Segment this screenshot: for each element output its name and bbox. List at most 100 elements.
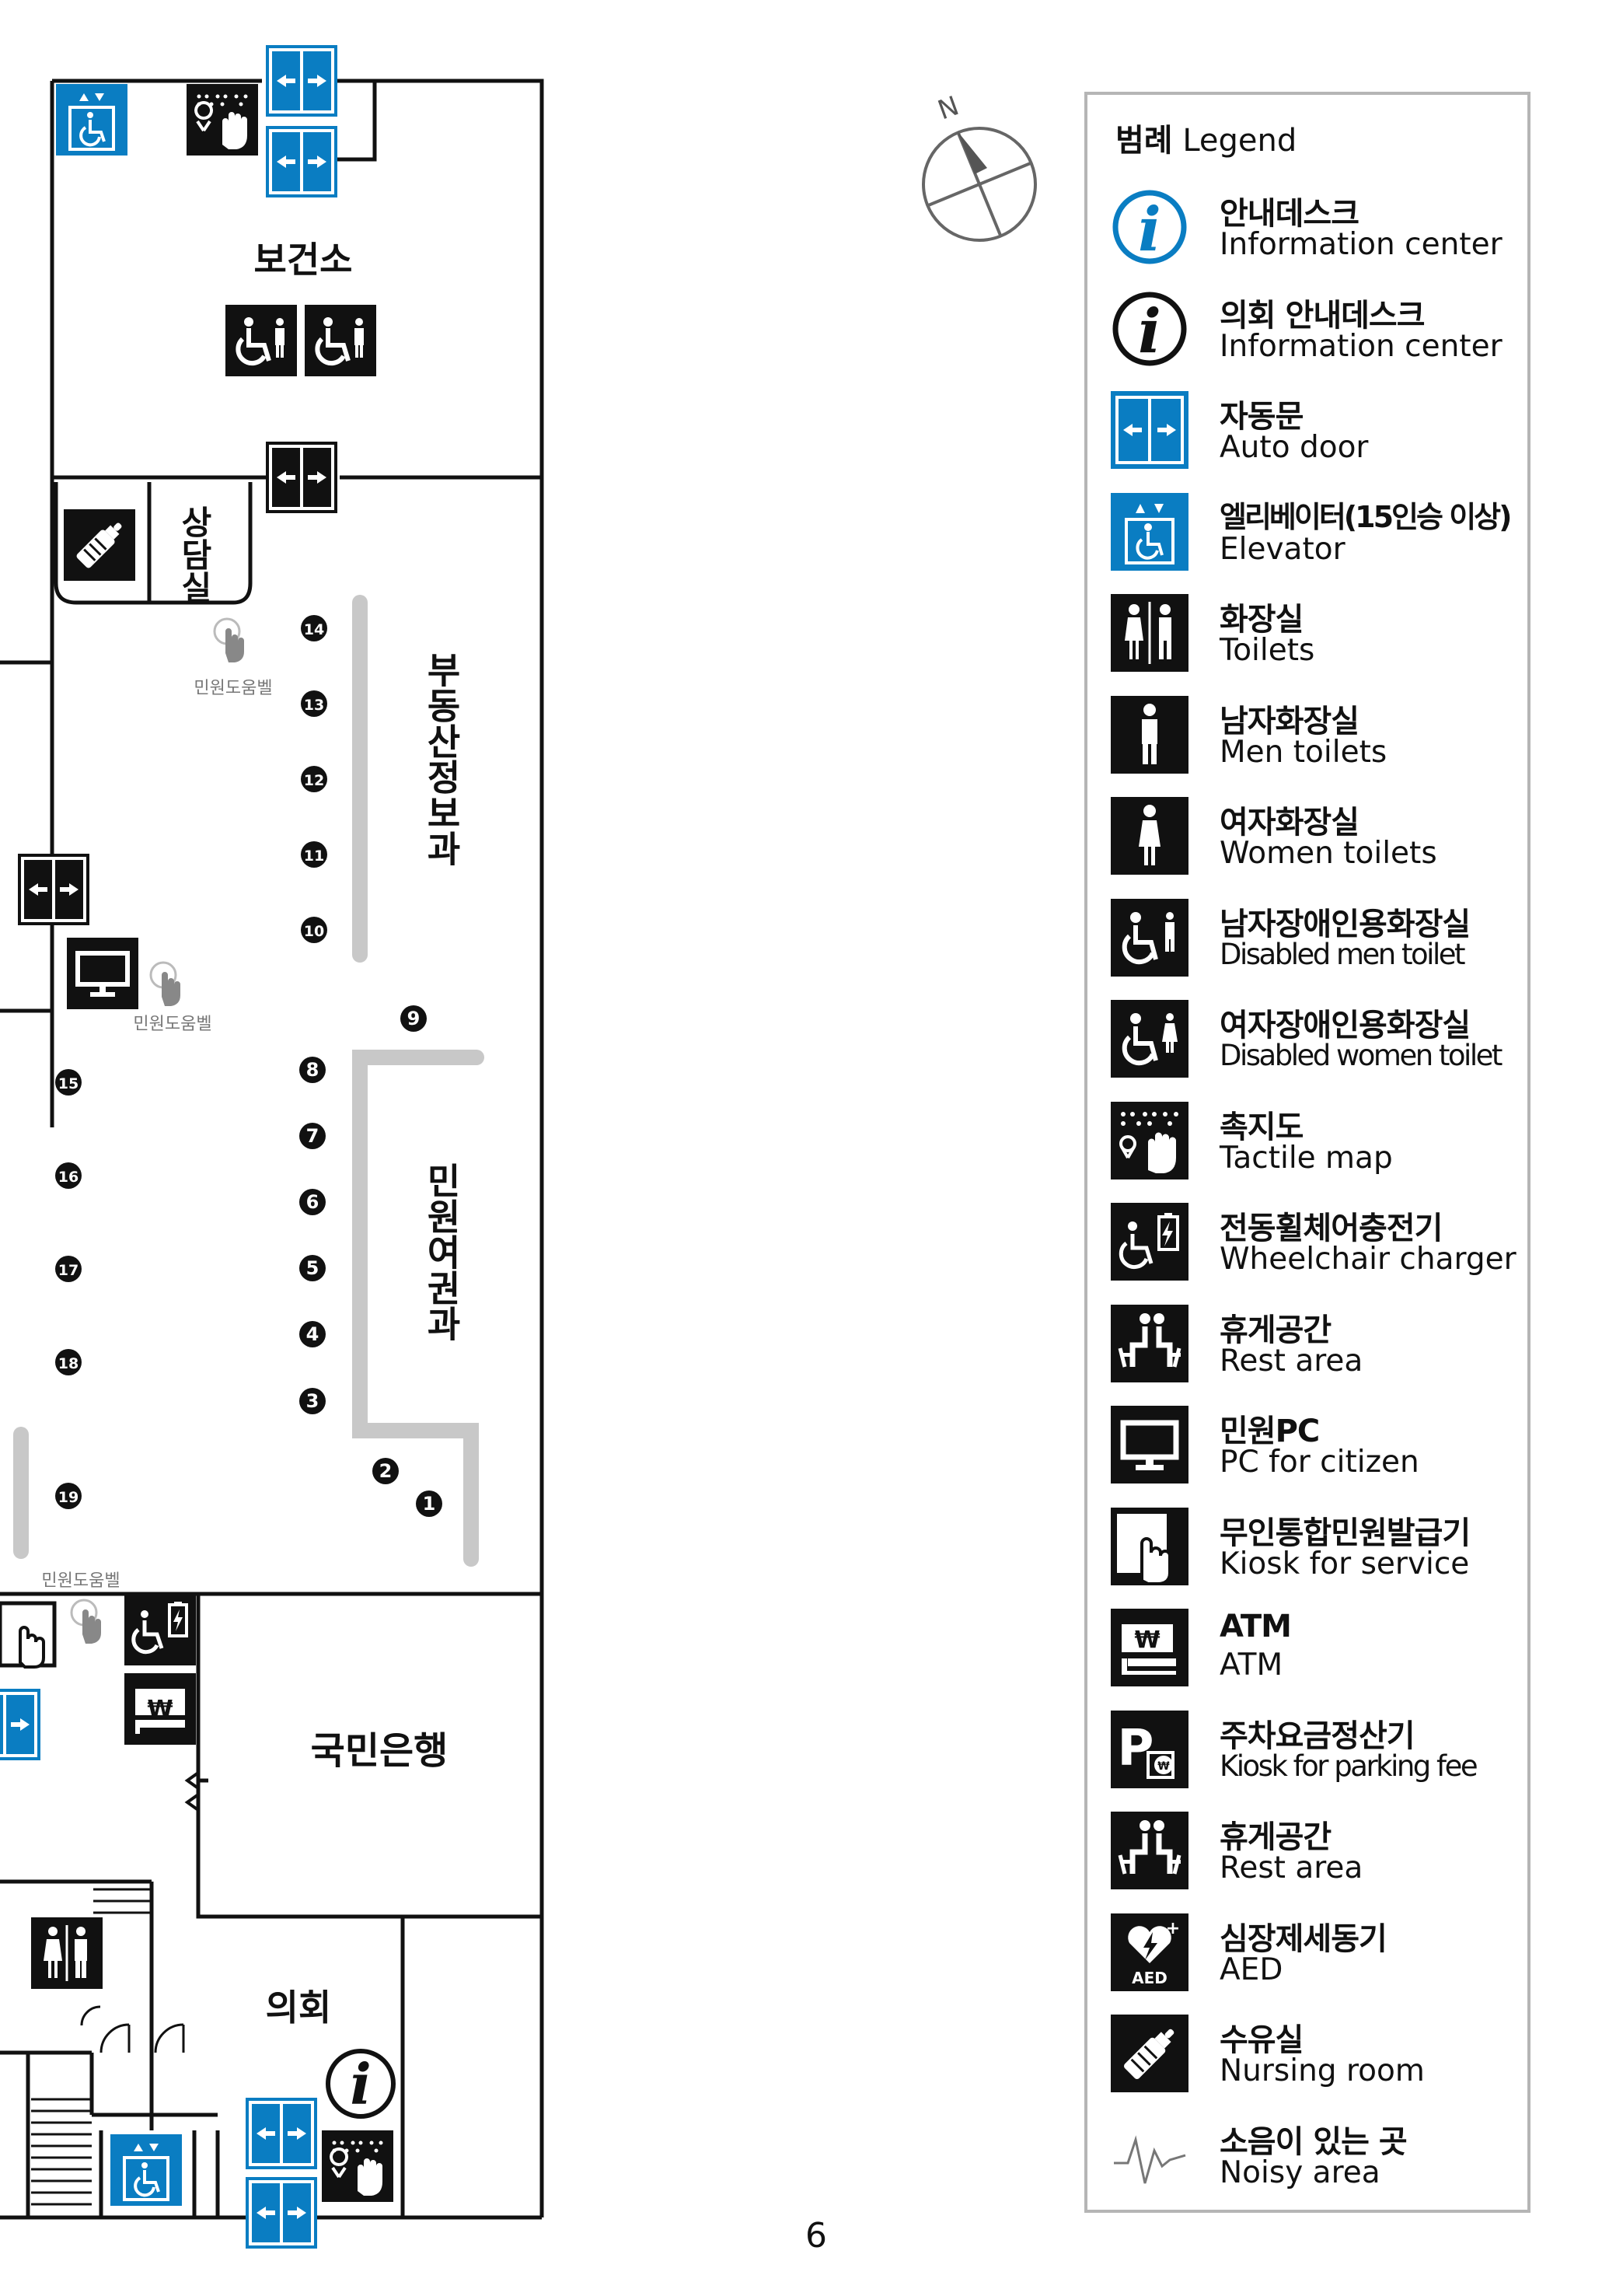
counter-number-17: 17 [55,1256,82,1282]
auto-door-icon [244,2096,319,2171]
helper-bell-label: 민원도움벨 [133,1015,211,1034]
svg-text:12: 12 [304,772,324,789]
legend-label-ko: ATM [1220,1609,1292,1644]
legend-label-ko: 남자화장실 [1220,703,1359,739]
svg-text:16: 16 [58,1169,79,1186]
pc-icon [67,938,138,1009]
auto-door-icon [0,1687,42,1762]
counter-number-11: 11 [301,841,327,868]
rest-area-icon [1111,1812,1188,1889]
svg-text:i: i [1138,296,1161,367]
kiosk-icon [0,1603,54,1667]
helper-bell-icon [213,617,246,664]
elevator-icon [1111,492,1188,571]
counter-number-1: 1 [416,1490,442,1517]
legend-title-ko: 범례 [1115,123,1173,159]
counter-number-19: 19 [55,1483,82,1509]
legend-label-ko: 남자장애인용화장실 [1220,906,1471,942]
svg-text:AED: AED [1132,1969,1167,1987]
svg-text:2: 2 [379,1460,393,1482]
legend-label-ko: 자동문 [1220,399,1304,435]
men-toilet-icon [1111,695,1188,774]
svg-text:8: 8 [306,1059,319,1081]
svg-text:i: i [1138,194,1161,265]
svg-text:6: 6 [306,1191,319,1213]
svg-text:+: + [1166,1919,1180,1938]
disabled-women-toilet-icon [1111,1000,1188,1078]
svg-text:19: 19 [58,1489,79,1506]
svg-text:₩: ₩ [1157,1760,1170,1773]
helper-bell-icon [149,961,182,1008]
council-info-desk-icon: i [326,2049,396,2119]
atm-icon: ₩ [1111,1609,1188,1686]
auto-door-icon [16,852,91,927]
legend-label-ko: 민원PC [1220,1414,1320,1449]
wheelchair-charger-icon [1111,1203,1188,1281]
women-toilet-icon [1111,797,1188,875]
room-civil-passport-dept: 민원여권과 [421,1162,462,1341]
legend-label-ko: 심장제세동기 [1220,1920,1387,1957]
counter-number-7: 7 [299,1123,326,1149]
elevator-icon [54,82,129,157]
svg-text:5: 5 [306,1257,319,1279]
auto-door-icon [264,44,339,118]
page-number: 6 [805,2216,827,2256]
helper-bell-label: 민원도움벨 [194,679,272,698]
tactile-map-icon [185,82,260,157]
counter-number-16: 16 [55,1162,82,1189]
legend-title: 범례 Legend [1115,115,1297,160]
disabled-men-toilet-icon [1111,898,1188,977]
kiosk-icon [1111,1507,1188,1585]
counter-number-14: 14 [301,615,327,641]
svg-text:1: 1 [423,1493,436,1515]
counter-number-10: 10 [301,917,327,943]
legend-label-ko: 주차요금정산기 [1220,1718,1415,1754]
legend-label-ko: 촉지도 [1220,1109,1304,1145]
legend-label-en: Kiosk for parking fee [1220,1749,1478,1783]
svg-text:17: 17 [58,1262,79,1279]
disabled-men-toilet-icon [225,305,297,376]
counter-number-2: 2 [372,1458,399,1484]
walls [0,79,544,2220]
elevator-icon [109,2133,183,2207]
helper-bell-label: 민원도움벨 [41,1571,120,1591]
svg-text:10: 10 [304,923,324,940]
auto-door-icon [264,124,339,199]
legend-label-ko: 소음이 있는 곳 [1220,2123,1408,2160]
legend-label-en: ATM [1220,1648,1283,1683]
legend-label-en: Tactile map [1220,1140,1393,1176]
svg-text:₩: ₩ [1134,1627,1160,1654]
legend-item-atm: ₩ ATM ATM [1111,1609,1515,1702]
svg-text:7: 7 [306,1125,319,1147]
legend-label-en: Nursing room [1220,2053,1425,2088]
legend-label-en: Information center [1220,227,1503,262]
svg-text:13: 13 [304,697,324,714]
noisy-area-icon [1111,2116,1188,2194]
legend-label-ko: 휴게공간 [1220,1819,1332,1855]
svg-text:15: 15 [58,1075,79,1092]
compass-north-label: N [934,90,963,126]
counter-number-3: 3 [299,1388,326,1414]
svg-text:11: 11 [304,847,324,865]
toilets-icon [30,1916,104,1990]
legend-label-en: Men toilets [1220,734,1387,770]
disabled-women-toilet-icon [305,305,376,376]
atm-symbol: ₩ [147,1696,173,1723]
counter-number-5: 5 [299,1255,326,1281]
legend-label-en: Elevator [1220,531,1346,567]
nursing-room-icon [62,508,137,582]
legend-label-ko: 휴게공간 [1220,1312,1332,1348]
legend-item-elevator: 엘리베이터(15인승 이상)Elevator [1111,492,1515,586]
legend-label-ko: 전동휠체어충전기 [1220,1211,1443,1246]
tactile-map-icon [320,2129,395,2203]
